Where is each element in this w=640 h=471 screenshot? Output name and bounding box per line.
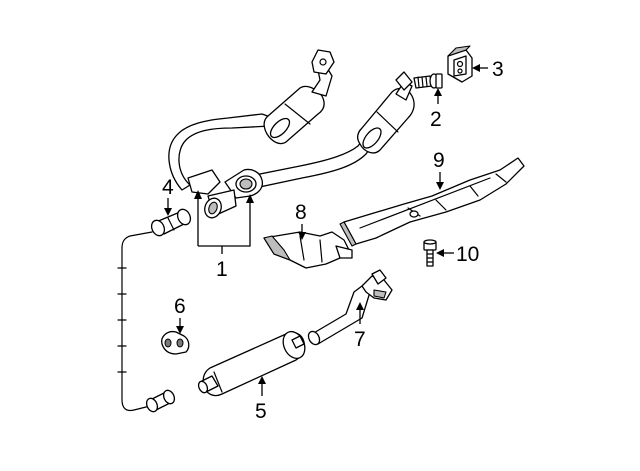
callout-label-9: 9 <box>433 149 445 172</box>
rear-heat-shield[interactable] <box>339 157 525 247</box>
callout-7: 7 <box>354 302 366 351</box>
callout-label-8: 8 <box>295 201 307 224</box>
callout-6: 6 <box>174 295 186 334</box>
callout-label-3: 3 <box>492 58 504 81</box>
rubber-insulator[interactable] <box>161 330 190 355</box>
bolt[interactable] <box>413 73 443 89</box>
muffler[interactable] <box>145 328 309 413</box>
callout-9: 9 <box>433 149 445 190</box>
callout-label-4: 4 <box>162 176 174 199</box>
callout-1: 1 <box>194 190 254 281</box>
callout-label-10: 10 <box>456 243 479 266</box>
callout-10: 10 <box>436 243 479 266</box>
callout-label-5: 5 <box>255 400 267 423</box>
callout-8: 8 <box>295 201 307 240</box>
front-heat-shield[interactable] <box>263 231 353 269</box>
callout-2: 2 <box>430 88 442 131</box>
callout-5: 5 <box>255 376 267 423</box>
connector-pipe[interactable] <box>149 207 193 238</box>
callout-4: 4 <box>162 176 174 216</box>
bracket[interactable] <box>447 45 473 83</box>
callout-label-6: 6 <box>174 295 186 318</box>
intermediate-pipe[interactable] <box>306 269 393 347</box>
callout-3: 3 <box>472 58 504 81</box>
front-pipe-catalytic-converter-assembly[interactable] <box>168 49 415 220</box>
stud-fastener[interactable] <box>423 239 437 267</box>
callout-label-7: 7 <box>354 328 366 351</box>
assembly-link-line <box>117 231 153 412</box>
callout-label-1: 1 <box>216 258 228 281</box>
callout-label-2: 2 <box>430 108 442 131</box>
